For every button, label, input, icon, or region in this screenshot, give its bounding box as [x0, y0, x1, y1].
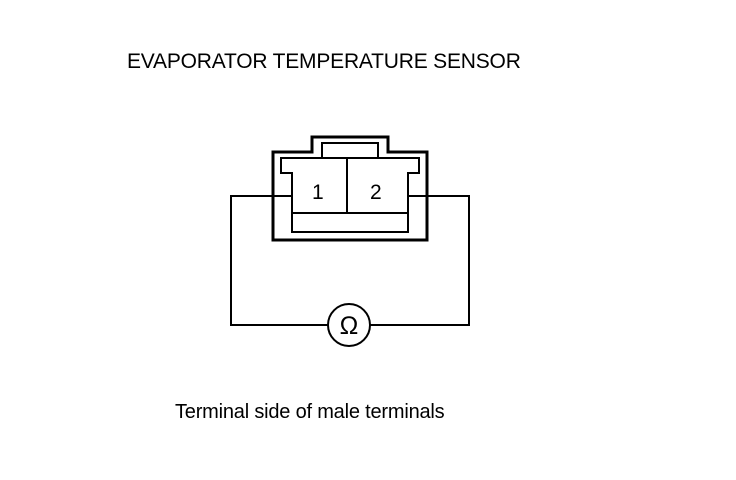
- ohmmeter-icon: Ω: [327, 303, 371, 347]
- sensor-connector: [271, 135, 429, 242]
- circuit-wires: [230, 195, 470, 326]
- diagram-caption: Terminal side of male terminals: [175, 401, 445, 423]
- terminal-2-label: 2: [370, 181, 382, 204]
- wire-terminal-1: [230, 195, 328, 326]
- diagram-title: EVAPORATOR TEMPERATURE SENSOR: [127, 50, 521, 73]
- connector-cavity: [280, 142, 420, 233]
- ohm-symbol: Ω: [340, 312, 359, 340]
- wire-terminal-2: [370, 195, 470, 326]
- ohmmeter-circle: [327, 303, 371, 347]
- connector-housing: [271, 135, 429, 242]
- terminal-1-label: 1: [312, 181, 324, 204]
